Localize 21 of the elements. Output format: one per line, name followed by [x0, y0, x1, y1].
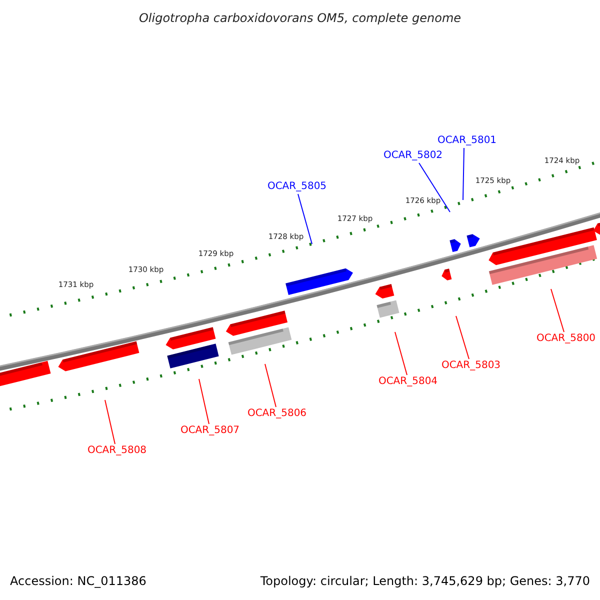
gene-label: OCAR_5800: [536, 333, 596, 345]
leader-line: [418, 162, 450, 212]
leader-line: [550, 288, 564, 332]
gene-label: OCAR_5803: [441, 360, 501, 372]
leader-line: [394, 332, 408, 376]
gene-label: OCAR_5806: [247, 408, 307, 420]
map-title: Oligotropha carboxidovorans OM5, complete genome: [138, 12, 462, 24]
gene-label: OCAR_5802: [383, 150, 443, 162]
gene-label: OCAR_5801: [437, 135, 497, 147]
gene-label: OCAR_5805: [267, 181, 327, 193]
leader-line: [462, 148, 464, 200]
accession-text: Accession: NC_011386: [10, 575, 146, 587]
gene-label: OCAR_5807: [180, 425, 240, 437]
leader-line: [198, 378, 210, 424]
leader-line: [264, 364, 276, 408]
genome-info-text: Topology: circular; Length: 3,745,629 bp; Genes: 3,770: [260, 575, 590, 587]
leader-line: [298, 194, 312, 244]
gene-label: OCAR_5804: [378, 376, 438, 388]
leader-line: [104, 400, 116, 444]
leader-line: [456, 316, 470, 360]
gene-label: OCAR_5808: [87, 445, 147, 457]
